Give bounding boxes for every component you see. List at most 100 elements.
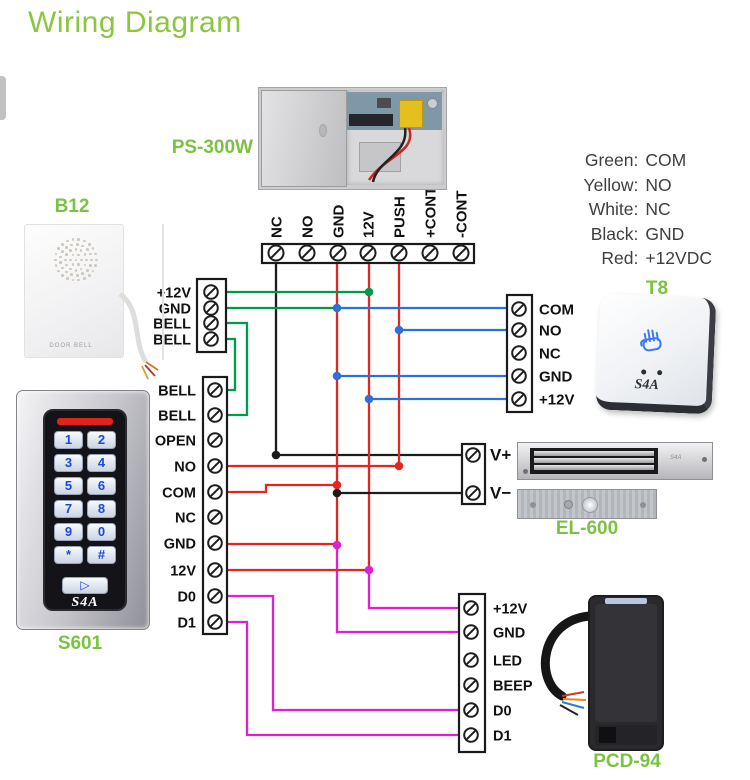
terminal-label-V−: V− bbox=[490, 484, 511, 503]
screw-slot bbox=[468, 488, 478, 498]
screw-slot bbox=[466, 627, 476, 637]
legend-signal: NO bbox=[645, 174, 672, 195]
screw-slot bbox=[514, 325, 524, 335]
psu-capacitor bbox=[427, 98, 438, 109]
terminal-label-COM: COM bbox=[539, 302, 574, 319]
terminal-label-GND: GND bbox=[159, 302, 191, 318]
screw-slot bbox=[466, 705, 476, 715]
doorbell-photo: DOOR BELL bbox=[24, 224, 124, 358]
psu-door-handle bbox=[319, 124, 327, 137]
keypad-label: S601 bbox=[57, 633, 103, 654]
maglock-screw bbox=[523, 469, 528, 474]
terminal-block-outline bbox=[457, 592, 487, 754]
junction-dots bbox=[271, 287, 404, 575]
terminal-label-BEEP: BEEP bbox=[493, 679, 533, 695]
terminal-label-D1: D1 bbox=[177, 616, 196, 632]
reader-face bbox=[595, 604, 657, 722]
screw-slot bbox=[210, 565, 220, 575]
junction-dot-magenta bbox=[364, 565, 374, 575]
legend-color-name: Black: bbox=[590, 223, 639, 244]
hand-icon bbox=[640, 329, 662, 352]
keypad-key-#: # bbox=[87, 546, 116, 564]
terminal-label--CONT: -CONT bbox=[454, 191, 471, 239]
terminal-label-GND: GND bbox=[164, 537, 196, 553]
terminal-label-GND: GND bbox=[493, 626, 525, 642]
legend-signal: COM bbox=[645, 150, 687, 170]
keypad-key-8: 8 bbox=[87, 500, 116, 518]
screw-slot bbox=[362, 247, 374, 259]
screw-slot bbox=[206, 303, 216, 313]
doorbell-wire-decor bbox=[118, 291, 159, 380]
screw-slot bbox=[210, 461, 220, 471]
keypad-key-0: 0 bbox=[87, 523, 116, 541]
screw-slot bbox=[206, 318, 216, 328]
terminal-label-NO: NO bbox=[174, 460, 196, 476]
psu-circuit-board bbox=[347, 92, 442, 130]
reader-swipe-window bbox=[599, 727, 616, 743]
keypad-key-1: 1 bbox=[54, 431, 83, 449]
terminal-label-BELL: BELL bbox=[158, 409, 196, 425]
junction-dot-blue bbox=[332, 371, 342, 381]
screw-slot bbox=[270, 247, 282, 259]
screw-slot bbox=[210, 487, 220, 497]
terminal-label-OPEN: OPEN bbox=[155, 434, 196, 450]
screw-slot bbox=[393, 247, 405, 259]
armature-screw bbox=[564, 500, 573, 509]
terminal-label-LED: LED bbox=[493, 654, 522, 670]
terminal-label-V+: V+ bbox=[490, 446, 511, 465]
terminal-label-NO: NO bbox=[539, 323, 562, 340]
wire-gnd-bus-to-reader-gnd bbox=[335, 545, 459, 634]
terminal-label-+12V: +12V bbox=[157, 286, 192, 302]
exit-button-led-dot bbox=[641, 369, 647, 375]
terminal-label-NO: NO bbox=[300, 215, 317, 238]
junction-dot-blue bbox=[332, 303, 342, 313]
legend-color-name: Green: bbox=[584, 150, 639, 170]
screw-slot bbox=[514, 394, 524, 404]
reader-light-bar bbox=[605, 598, 647, 604]
terminal-label-NC: NC bbox=[175, 511, 196, 527]
screw-slot bbox=[466, 680, 476, 690]
maglock-label: EL-600 bbox=[555, 518, 619, 539]
exit-button-brand: S4A bbox=[634, 377, 660, 394]
legend-color-name: White: bbox=[588, 199, 639, 220]
screw-slot bbox=[210, 385, 220, 395]
maglock-photo: S4A bbox=[517, 442, 713, 480]
exit-button-label: T8 bbox=[645, 278, 669, 299]
doorbell-badge: DOOR BELL bbox=[49, 343, 93, 349]
wire-keypad-com-to-gnd-bus bbox=[227, 483, 337, 494]
keypad-key-5: 5 bbox=[54, 477, 83, 495]
screw-slot bbox=[466, 603, 476, 613]
armature-hole bbox=[582, 497, 598, 513]
screw-slot bbox=[466, 655, 476, 665]
terminal-label-12V: 12V bbox=[361, 211, 378, 238]
armature-screw bbox=[530, 502, 536, 508]
terminal-label-BELL: BELL bbox=[158, 384, 196, 400]
screw-slot bbox=[514, 348, 524, 358]
legend-signal: GND bbox=[645, 223, 685, 244]
keypad-key-3: 3 bbox=[54, 454, 83, 472]
photo-edge-line bbox=[162, 224, 164, 360]
screw-slot bbox=[206, 287, 216, 297]
junction-dot-blue bbox=[364, 394, 374, 404]
maglock-magnet-face bbox=[530, 448, 658, 474]
psu-warning-label bbox=[399, 100, 423, 128]
screw-slot bbox=[424, 247, 436, 259]
terminal-label-COM: COM bbox=[162, 486, 196, 502]
screw-slot bbox=[466, 730, 476, 740]
terminal-label-D0: D0 bbox=[177, 590, 196, 606]
screw-slot bbox=[455, 247, 467, 259]
maglock-brand: S4A bbox=[670, 455, 682, 461]
keypad-key-4: 4 bbox=[87, 454, 116, 472]
legend-signal: NC bbox=[645, 199, 671, 220]
psu-label: PS-300W bbox=[171, 137, 253, 158]
maglock-stripe bbox=[534, 465, 654, 470]
power-supply-photo bbox=[258, 87, 447, 190]
psu-wires-decor bbox=[367, 127, 412, 183]
maglock-stripe bbox=[534, 451, 654, 456]
